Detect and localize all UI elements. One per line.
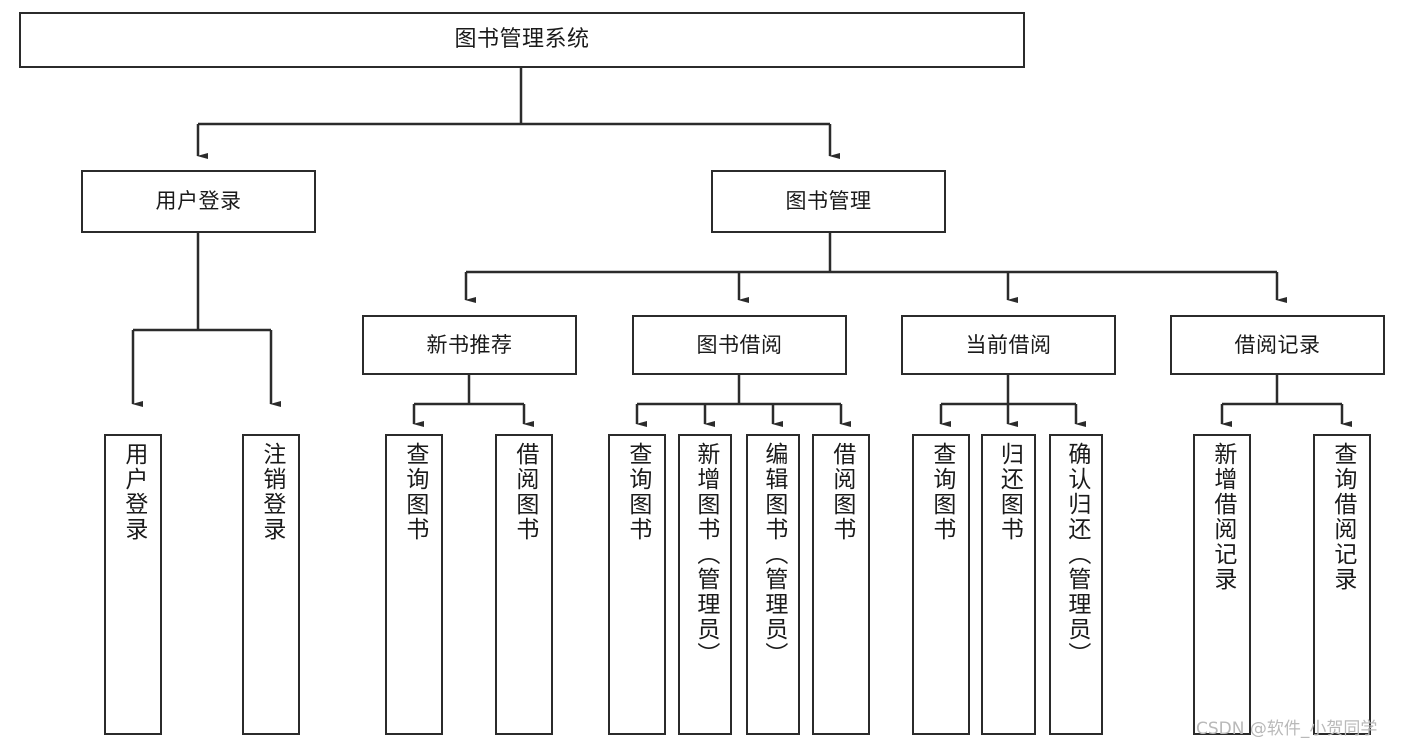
csdn-watermark: CSDN @软件_小贺同学: [1196, 719, 1378, 739]
node-book-borrow[interactable]: 图书借阅: [632, 315, 847, 375]
node-label: 新书推荐: [426, 332, 513, 357]
leaf-return-book[interactable]: 归还图书: [981, 434, 1036, 735]
leaf-add-book-admin[interactable]: 新增图书（管理员）: [678, 434, 732, 735]
node-label: 查询借阅记录: [1329, 442, 1356, 592]
leaf-query-borrow-record[interactable]: 查询借阅记录: [1313, 434, 1371, 735]
node-label: 确认归还（管理员）: [1063, 442, 1090, 667]
leaf-query-book-current[interactable]: 查询图书: [912, 434, 970, 735]
node-new-book-recommend[interactable]: 新书推荐: [362, 315, 577, 375]
node-label: 借阅记录: [1234, 332, 1321, 357]
leaf-user-login[interactable]: 用户登录: [104, 434, 162, 735]
node-label: 借阅图书: [828, 442, 855, 542]
node-label: 查询图书: [928, 442, 955, 542]
node-label: 归还图书: [996, 442, 1023, 542]
leaf-add-borrow-record[interactable]: 新增借阅记录: [1193, 434, 1251, 735]
leaf-borrow-book-recommend[interactable]: 借阅图书: [495, 434, 553, 735]
node-label: 当前借阅: [965, 332, 1052, 357]
leaf-logout-login[interactable]: 注销登录: [242, 434, 300, 735]
node-label: 新增借阅记录: [1209, 442, 1236, 592]
leaf-confirm-return-admin[interactable]: 确认归还（管理员）: [1049, 434, 1103, 735]
node-label: 编辑图书（管理员）: [760, 442, 787, 667]
leaf-query-book-borrow[interactable]: 查询图书: [608, 434, 666, 735]
node-borrow-record[interactable]: 借阅记录: [1170, 315, 1385, 375]
node-label: 查询图书: [624, 442, 651, 542]
leaf-borrow-book[interactable]: 借阅图书: [812, 434, 870, 735]
node-label: 用户登录: [155, 189, 242, 214]
node-label: 注销登录: [258, 442, 285, 542]
leaf-query-book-recommend[interactable]: 查询图书: [385, 434, 443, 735]
node-label: 图书管理: [785, 189, 872, 214]
node-root-book-management-system[interactable]: 图书管理系统: [19, 12, 1025, 68]
node-label: 用户登录: [120, 442, 147, 542]
node-label: 查询图书: [401, 442, 428, 542]
leaf-edit-book-admin[interactable]: 编辑图书（管理员）: [746, 434, 800, 735]
node-current-borrow[interactable]: 当前借阅: [901, 315, 1116, 375]
node-user-login[interactable]: 用户登录: [81, 170, 316, 233]
node-label: 新增图书（管理员）: [692, 442, 719, 667]
node-label: 图书借阅: [696, 332, 783, 357]
node-label: 借阅图书: [511, 442, 538, 542]
node-label: 图书管理系统: [454, 27, 590, 53]
node-book-management[interactable]: 图书管理: [711, 170, 946, 233]
